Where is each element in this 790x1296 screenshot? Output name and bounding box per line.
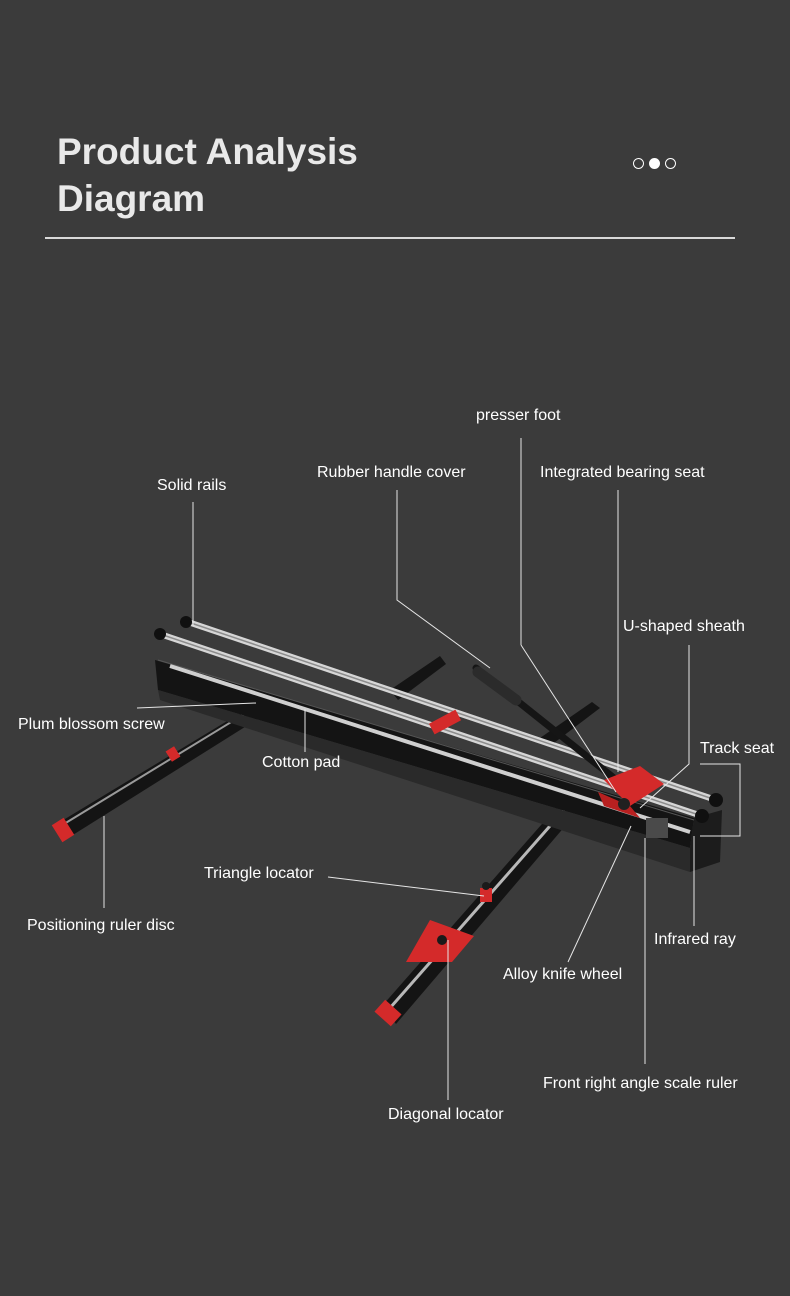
triangle-locator-block [480, 888, 492, 902]
pagination-dot-3[interactable] [665, 158, 676, 169]
label-presser-foot: presser foot [476, 407, 561, 424]
title-line-2: Diagram [57, 178, 206, 219]
label-integrated-bearing-seat: Integrated bearing seat [540, 464, 705, 481]
rail-clip [428, 709, 462, 735]
pagination-dot-2[interactable] [649, 158, 660, 169]
label-u-shaped-sheath: U-shaped sheath [623, 618, 745, 635]
label-triangle-locator: Triangle locator [204, 865, 314, 882]
label-track-seat: Track seat [700, 740, 775, 757]
label-cotton-pad: Cotton pad [262, 754, 341, 771]
label-front-right-angle-scale-ruler: Front right angle scale ruler [543, 1075, 738, 1092]
label-diagonal-locator: Diagonal locator [388, 1106, 504, 1123]
label-solid-rails: Solid rails [157, 477, 227, 494]
title-divider [45, 237, 735, 239]
pagination-dots [633, 158, 676, 169]
leader-lines [103, 438, 741, 1100]
label-infrared-ray: Infrared ray [654, 931, 736, 948]
label-plum-blossom-screw: Plum blossom screw [18, 716, 165, 733]
label-positioning-ruler-disc: Positioning ruler disc [27, 917, 175, 934]
cutter-main-body [155, 659, 722, 872]
label-rubber-handle-cover: Rubber handle cover [317, 464, 466, 481]
page-title: Product Analysis Diagram [57, 128, 358, 222]
title-line-1: Product Analysis [57, 131, 358, 172]
pagination-dot-1[interactable] [633, 158, 644, 169]
label-alloy-knife-wheel: Alloy knife wheel [503, 966, 623, 983]
